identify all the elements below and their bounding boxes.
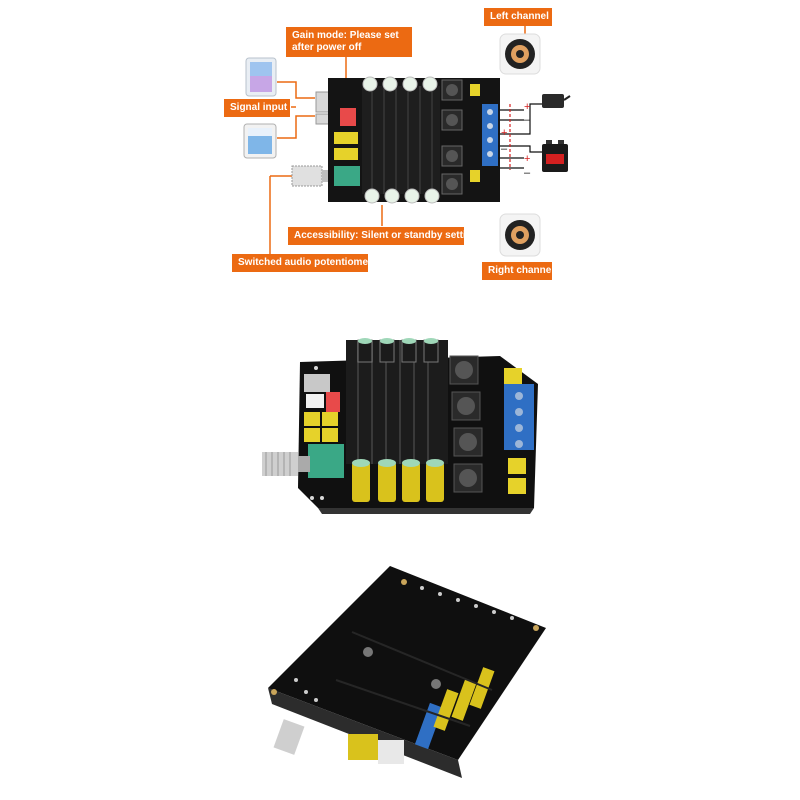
right-channel-label: Right channel bbox=[482, 262, 554, 280]
gain-mode-label: Gain mode: Please set after power off bbox=[286, 27, 412, 57]
switched-potentiometer-label: Switched audio potentiometer bbox=[232, 254, 381, 272]
signal-input-label: Signal input bbox=[224, 99, 290, 117]
amplifier-board-top-view bbox=[328, 76, 500, 204]
terminal-wires bbox=[498, 103, 542, 169]
aux-jack bbox=[315, 113, 331, 125]
accessibility-label: Accessibility: Silent or standby setting… bbox=[288, 227, 484, 245]
rca-jack bbox=[315, 91, 331, 113]
polarity-mark: – bbox=[524, 114, 531, 126]
polarity-mark: – bbox=[501, 143, 508, 155]
polarity-mark: + bbox=[501, 127, 507, 139]
power-adapter-icon bbox=[542, 94, 571, 108]
polarity-mark: + bbox=[524, 153, 530, 165]
amplifier-board-angled-view bbox=[262, 338, 538, 514]
right-speaker-icon bbox=[499, 213, 541, 257]
left-speaker-icon bbox=[499, 33, 541, 75]
polarity-mark: + bbox=[524, 101, 530, 113]
polarity-mark: – bbox=[524, 167, 531, 179]
phone-icon bbox=[245, 57, 277, 97]
potentiometer-knob bbox=[291, 165, 330, 187]
battery-icon bbox=[542, 140, 568, 172]
amplifier-board-underside-view bbox=[268, 566, 546, 778]
tablet-icon bbox=[243, 123, 277, 159]
left-channel-label: Left channel bbox=[484, 8, 552, 26]
